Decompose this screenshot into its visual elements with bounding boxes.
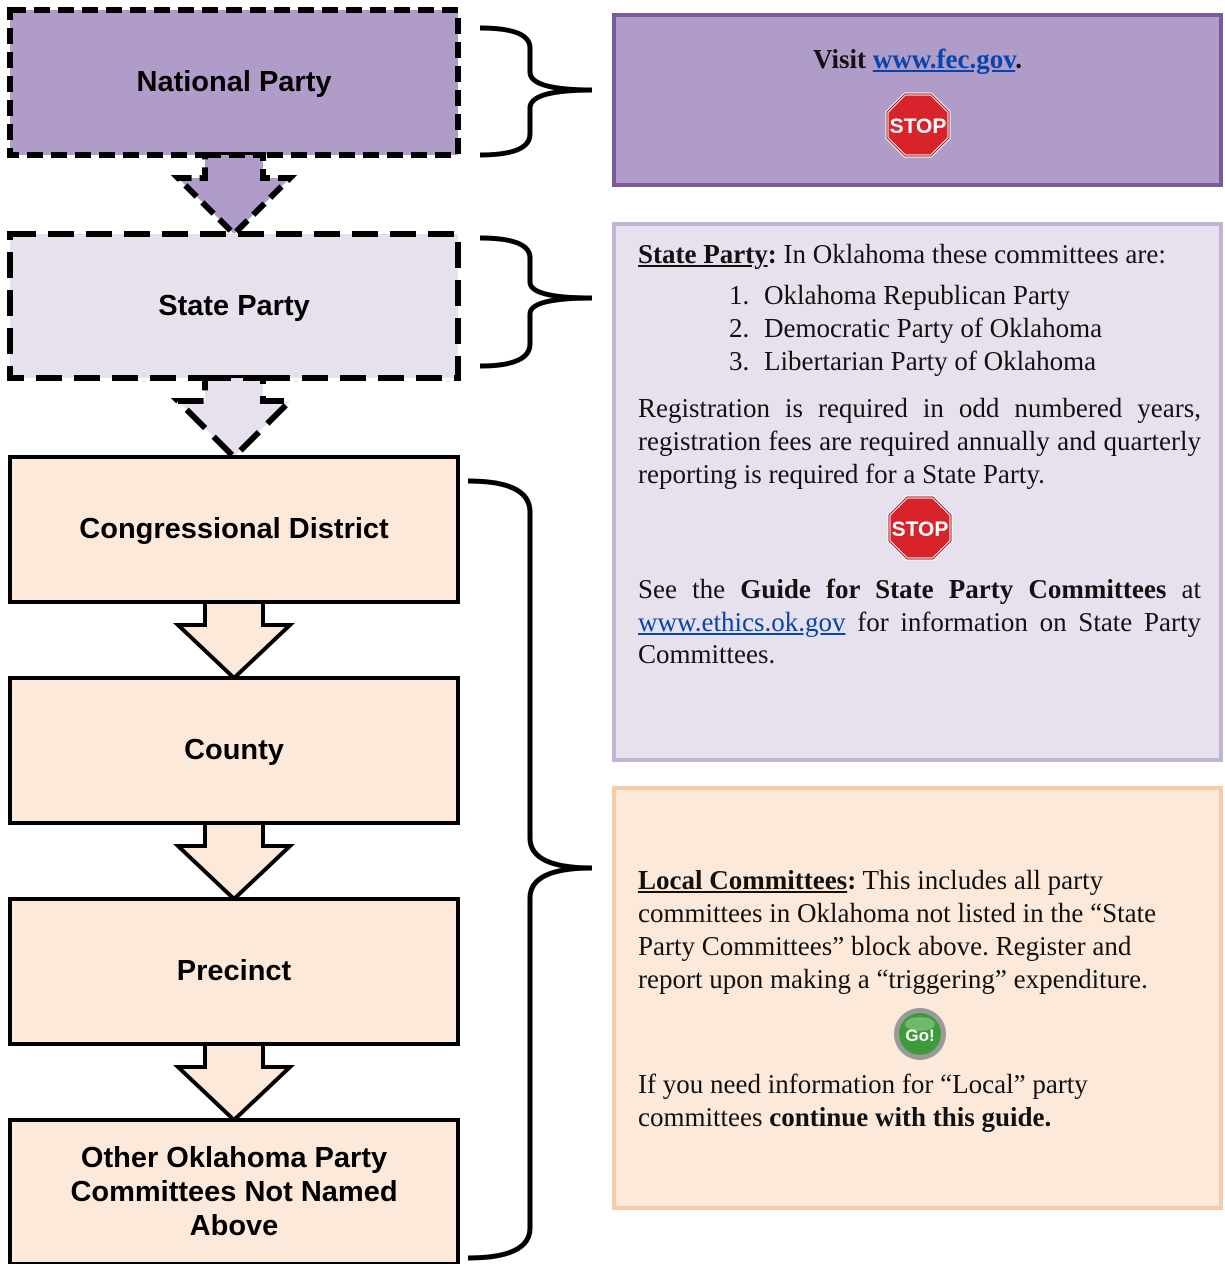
arrow-state-to-congressional xyxy=(170,375,298,462)
precinct-box xyxy=(8,897,460,1046)
national-info-panel: Visit www.fec.gov. STOP xyxy=(612,13,1223,187)
fec-link[interactable]: www.fec.gov xyxy=(872,44,1016,74)
local-body-text: This includes all party committees in Ok… xyxy=(638,865,1157,994)
county-label: County xyxy=(184,734,284,767)
see-suffix: for information on State Party Committee… xyxy=(638,606,1201,670)
local-info-panel: Local Committees: This includes all part… xyxy=(612,786,1223,1210)
state-guide-text: See the Guide for State Party Committees… xyxy=(638,573,1201,672)
state-party-label: State Party xyxy=(158,289,310,322)
state-heading-colon: : xyxy=(767,239,777,269)
state-brace xyxy=(479,235,593,369)
local-committees-heading: Local Committees xyxy=(638,865,848,895)
stop-sign-text: STOP xyxy=(889,115,946,138)
congressional-district-label: Congressional District xyxy=(79,513,389,546)
other-committees-label: Other Oklahoma Party Committees Not Name… xyxy=(70,1141,398,1243)
stop-sign-border xyxy=(888,496,951,560)
local-info-text: If you need information for “Local” part… xyxy=(638,1068,1201,1134)
national-brace xyxy=(479,25,593,158)
local-info-strong: continue with this guide. xyxy=(769,1101,1052,1132)
state-stop-wrap: STOP xyxy=(638,495,1201,563)
local-info-prefix: If you need information for “Local” part… xyxy=(638,1068,1088,1132)
state-info-panel: State Party: In Oklahoma these committee… xyxy=(612,222,1223,762)
ethics-link[interactable]: www.ethics.ok.gov xyxy=(638,606,846,637)
national-party-label: National Party xyxy=(136,66,332,99)
congressional-district-box xyxy=(8,455,460,604)
visit-suffix: . xyxy=(1015,44,1022,74)
stop-sign-text: STOP xyxy=(891,518,948,541)
national-party-box xyxy=(7,7,461,158)
arrow-national-to-state xyxy=(170,152,298,239)
other-committees-box xyxy=(8,1118,460,1264)
see-prefix: See the xyxy=(638,573,741,604)
stop-sign-icon: STOP xyxy=(885,92,950,158)
state-party-item: Democratic Party of Oklahoma xyxy=(756,312,1201,345)
arrow-precinct-to-other xyxy=(172,1042,296,1123)
visit-prefix: Visit xyxy=(813,44,873,74)
state-party-item: Libertarian Party of Oklahoma xyxy=(756,345,1201,378)
stop-sign-border xyxy=(886,93,949,157)
arrow-congressional-to-county xyxy=(172,600,296,681)
local-go-wrap: Go! xyxy=(638,1006,1201,1062)
state-party-heading: State Party xyxy=(638,239,768,269)
guide-name: Guide for State Party Committees xyxy=(740,573,1167,604)
go-button-shine xyxy=(904,1016,935,1031)
state-party-list: Oklahoma Republican Party Democratic Par… xyxy=(638,279,1201,378)
state-intro-text: In Oklahoma these committees are: xyxy=(776,239,1166,269)
local-intro: Local Committees: This includes all part… xyxy=(638,864,1201,996)
state-registration-text: Registration is required in odd numbered… xyxy=(638,392,1201,489)
state-intro: State Party: In Oklahoma these committee… xyxy=(638,238,1201,271)
stop-sign-icon: STOP xyxy=(887,495,952,561)
guide-at: at xyxy=(1166,573,1201,604)
county-box xyxy=(8,676,460,825)
visit-fec-line: Visit www.fec.gov. xyxy=(616,43,1219,76)
local-brace xyxy=(467,478,593,1261)
national-stop-wrap: STOP xyxy=(616,92,1219,158)
precinct-label: Precinct xyxy=(176,955,292,988)
go-button-icon: Go! xyxy=(893,1007,946,1060)
go-button-text: Go! xyxy=(905,1026,934,1045)
state-party-item: Oklahoma Republican Party xyxy=(756,279,1201,312)
local-heading-colon: : xyxy=(847,865,857,895)
arrow-county-to-precinct xyxy=(172,821,296,902)
